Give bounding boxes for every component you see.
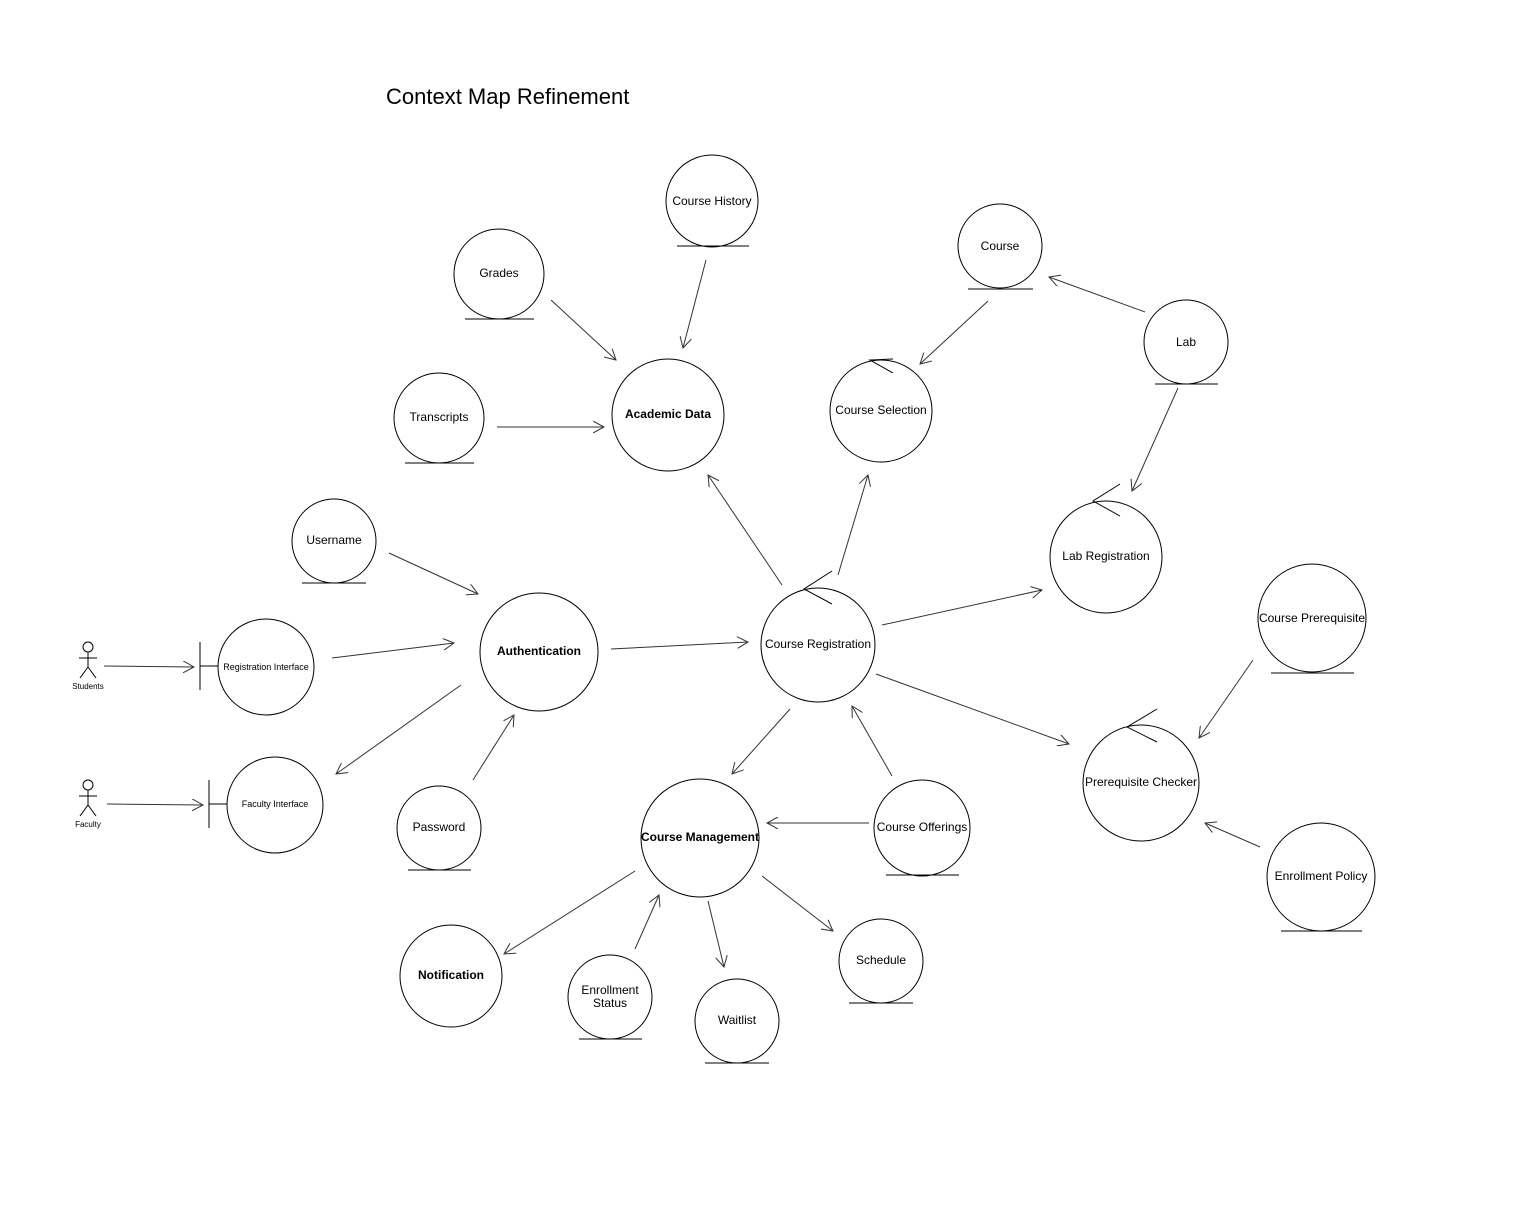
- entity-lab[interactable]: Lab: [1143, 299, 1229, 385]
- entity-waitlist[interactable]: Waitlist: [694, 978, 780, 1064]
- control-prerequisite-checker[interactable]: Prerequisite Checker: [1082, 708, 1200, 842]
- node-label-course-registration: Course Registration: [765, 637, 871, 651]
- node-label-lab-registration: Lab Registration: [1062, 549, 1149, 563]
- edges: [103, 259, 1261, 967]
- node-label-password: Password: [413, 820, 466, 834]
- edge-authentication-to-course-registration: [610, 642, 748, 650]
- edge-course-prerequisite-to-prerequisite-checker: [1199, 659, 1254, 738]
- actor-students: Students: [72, 641, 104, 691]
- context-course-management[interactable]: Course Management: [640, 778, 760, 898]
- node-label-authentication: Authentication: [497, 644, 581, 658]
- edge-course-management-to-waitlist: [707, 900, 724, 967]
- node-label-enrollment-status-line2: Status: [593, 996, 627, 1010]
- diagram-title: Context Map Refinement: [386, 84, 629, 109]
- edge-enrollment-policy-to-prerequisite-checker: [1205, 823, 1261, 848]
- node-label-lab: Lab: [1176, 335, 1196, 349]
- actor-label-faculty: Faculty: [75, 820, 101, 829]
- entity-username[interactable]: Username: [291, 498, 377, 584]
- control-course-selection[interactable]: Course Selection: [829, 358, 933, 463]
- node-label-registration-interface: Registration Interface: [223, 662, 309, 672]
- edge-lab-to-course: [1049, 277, 1146, 313]
- entity-course-prerequisite[interactable]: Course Prerequisite: [1257, 563, 1367, 674]
- node-label-username: Username: [306, 533, 362, 547]
- actor-faculty: Faculty: [75, 779, 101, 829]
- node-label-course-management: Course Management: [641, 830, 759, 844]
- context-authentication[interactable]: Authentication: [479, 592, 599, 712]
- edge-course-registration-to-academic-data: [708, 475, 783, 586]
- node-label-notification: Notification: [418, 968, 484, 982]
- control-lab-registration[interactable]: Lab Registration: [1049, 483, 1163, 614]
- node-label-course-offerings: Course Offerings: [877, 820, 968, 834]
- edge-faculty-to-faculty-interface: [106, 804, 203, 805]
- entity-password[interactable]: Password: [396, 785, 482, 871]
- edge-lab-to-lab-registration: [1132, 387, 1179, 491]
- edge-authentication-to-faculty-interface: [336, 684, 462, 774]
- node-label-course-history: Course History: [672, 194, 751, 208]
- edge-course-registration-to-prerequisite-checker: [875, 673, 1069, 744]
- node-label-enrollment-policy: Enrollment Policy: [1275, 869, 1368, 883]
- edge-course-history-to-academic-data: [683, 259, 707, 348]
- context-notification[interactable]: Notification: [399, 924, 503, 1028]
- edge-course-management-to-schedule: [761, 875, 833, 931]
- edge-password-to-authentication: [472, 715, 514, 781]
- actor-head: [82, 779, 94, 791]
- control-course-registration[interactable]: Course Registration: [760, 570, 876, 703]
- entity-course-offerings[interactable]: Course Offerings: [873, 779, 971, 877]
- node-label-waitlist: Waitlist: [718, 1013, 757, 1027]
- node-label-transcripts: Transcripts: [410, 410, 469, 424]
- edge-grades-to-academic-data: [550, 299, 616, 360]
- edge-course-to-course-selection: [920, 300, 989, 364]
- node-label-faculty-interface: Faculty Interface: [242, 799, 309, 809]
- entity-grades[interactable]: Grades: [453, 228, 545, 320]
- entity-transcripts[interactable]: Transcripts: [393, 372, 485, 464]
- entity-enrollment-status[interactable]: Enrollment Status: [567, 954, 653, 1040]
- actor-label-students: Students: [72, 682, 104, 691]
- edge-course-registration-to-course-selection: [837, 475, 868, 576]
- boundary-faculty-interface[interactable]: Faculty Interface: [208, 756, 324, 854]
- edge-course-registration-to-course-management: [732, 708, 791, 774]
- context-academic-data[interactable]: Academic Data: [611, 358, 725, 472]
- edge-students-to-registration-interface: [103, 666, 194, 667]
- node-label-schedule: Schedule: [856, 953, 906, 967]
- node-label-academic-data: Academic Data: [625, 407, 711, 421]
- node-label-grades: Grades: [479, 266, 518, 280]
- edge-username-to-authentication: [388, 552, 478, 594]
- edge-course-management-to-notification: [504, 870, 636, 954]
- actor-head: [82, 641, 94, 653]
- entity-schedule[interactable]: Schedule: [838, 918, 924, 1004]
- node-label-enrollment-status-line1: Enrollment: [581, 983, 639, 997]
- node-label-course-prerequisite: Course Prerequisite: [1259, 611, 1365, 625]
- node-label-course-selection: Course Selection: [835, 403, 926, 417]
- entity-enrollment-policy[interactable]: Enrollment Policy: [1266, 822, 1376, 932]
- edge-registration-interface-to-authentication: [331, 643, 454, 659]
- edge-course-registration-to-lab-registration: [881, 590, 1042, 626]
- edge-enrollment-status-to-course-management: [634, 895, 659, 950]
- edge-course-offerings-to-course-registration: [852, 706, 893, 777]
- node-label-prerequisite-checker: Prerequisite Checker: [1085, 775, 1197, 789]
- boundary-registration-interface[interactable]: Registration Interface: [199, 618, 315, 716]
- node-label-course: Course: [981, 239, 1020, 253]
- entity-course[interactable]: Course: [957, 203, 1043, 290]
- entity-course-history[interactable]: Course History: [665, 154, 759, 248]
